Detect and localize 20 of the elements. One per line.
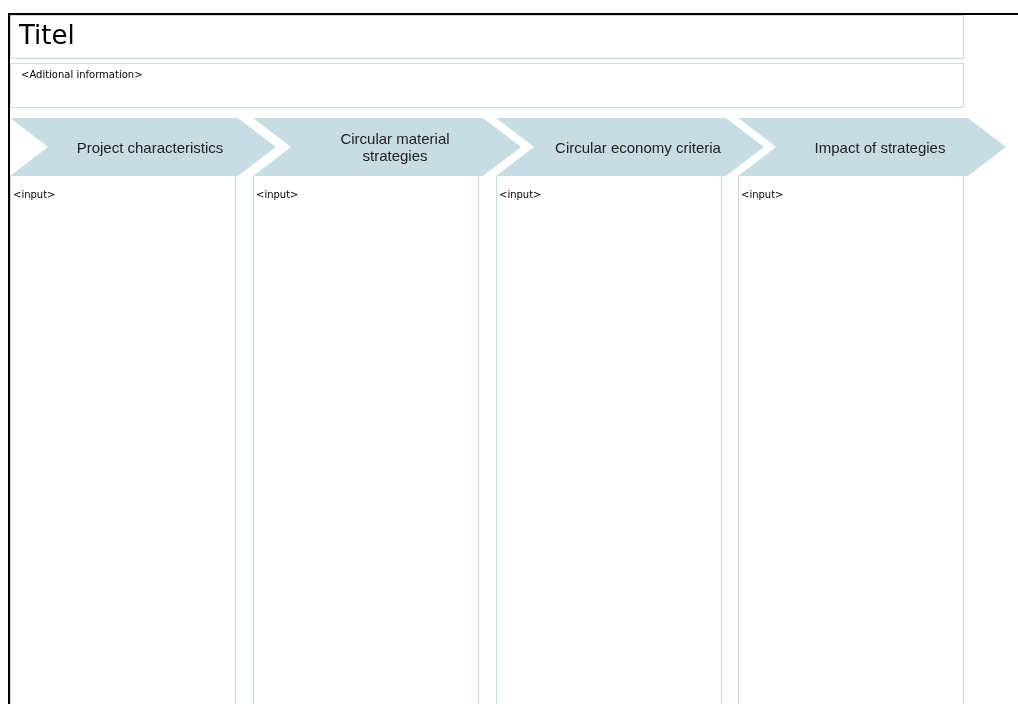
stage-banner [738,118,1006,176]
input-column [496,176,722,704]
input-column [10,176,236,704]
input-column [253,176,479,704]
info-text: <Aditional information> [21,69,143,80]
text-panel [10,63,964,108]
title-text: Titel [19,20,75,50]
input-column [738,176,964,704]
stage-banner [496,118,764,176]
stage-banner [10,118,276,176]
placeholder-text: <input> [13,189,56,200]
stage-heading: Circular economy criteria [554,138,722,156]
stage-heading: Impact of strategies [813,138,947,156]
stage-heading: Circular material strategies [339,130,451,164]
stage-heading: Project characteristics [75,138,225,156]
stage-banner [253,118,521,176]
text-panel [10,15,964,59]
placeholder-text: <input> [256,189,299,200]
placeholder-text: <input> [741,189,784,200]
placeholder-text: <input> [499,189,542,200]
